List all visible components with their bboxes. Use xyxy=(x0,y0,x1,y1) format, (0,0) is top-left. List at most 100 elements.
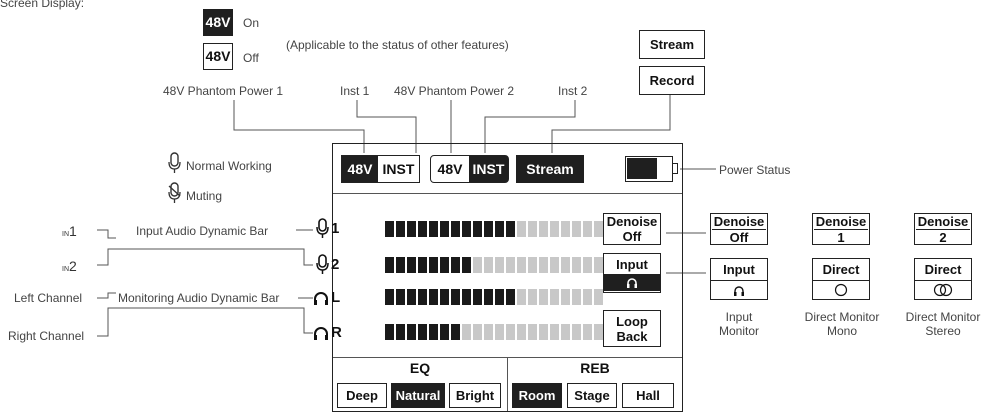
level-segment xyxy=(561,257,570,273)
level-segment xyxy=(429,221,438,237)
stereo-circles-icon xyxy=(933,283,953,297)
ch2-inst-indicator: INST xyxy=(472,161,505,177)
label-phantom-power-1: 48V Phantom Power 1 xyxy=(163,84,284,98)
level-segment xyxy=(583,289,592,305)
level-segment xyxy=(594,221,603,237)
level-segment xyxy=(484,221,493,237)
header-text: Screen Display: xyxy=(0,0,85,10)
label-power-status: Power Status xyxy=(719,163,791,177)
reb-stage-button[interactable]: Stage xyxy=(567,383,617,408)
level-segment xyxy=(506,221,515,237)
headphone-icon xyxy=(734,285,744,296)
screen-divider-top xyxy=(333,193,682,194)
level-segment xyxy=(572,324,581,340)
level-segment xyxy=(473,324,482,340)
level-segment xyxy=(594,324,603,340)
label-left-channel: Left Channel xyxy=(14,291,83,305)
level-segment xyxy=(451,289,460,305)
ch1-48v-indicator: 48V xyxy=(347,161,373,177)
level-segment xyxy=(429,324,438,340)
level-segment xyxy=(473,289,482,305)
level-segment xyxy=(517,221,526,237)
reb-room-button[interactable]: Room xyxy=(512,383,562,408)
level-segment xyxy=(385,289,394,305)
ch2-48v-indicator: 48V xyxy=(431,156,469,182)
level-segment xyxy=(528,324,537,340)
denoise-line1: Denoise xyxy=(606,214,658,229)
level-segment xyxy=(396,221,405,237)
denoise-line2: Off xyxy=(622,229,642,244)
screen-divider-eq-reb xyxy=(507,357,508,411)
level-segment xyxy=(550,324,559,340)
level-bar-ch2 xyxy=(385,257,603,273)
label-input-audio-dynamic-bar: Input Audio Dynamic Bar xyxy=(136,224,269,238)
level-segment xyxy=(462,324,471,340)
level-segment xyxy=(429,289,438,305)
level-segment xyxy=(561,324,570,340)
level-segment xyxy=(429,257,438,273)
level-segment xyxy=(396,324,405,340)
level-segment xyxy=(517,289,526,305)
headphone-icon xyxy=(314,326,328,340)
level-bar-ch1 xyxy=(385,221,603,237)
level-segment xyxy=(418,289,427,305)
screen-display xyxy=(332,143,683,412)
eq-natural-button[interactable]: Natural xyxy=(391,383,445,408)
label-right-channel: Right Channel xyxy=(8,329,85,343)
channel-l-label: L xyxy=(313,289,340,306)
direct-monitor-mono-badge: Direct xyxy=(812,258,870,300)
level-segment xyxy=(451,324,460,340)
caption-direct-monitor-stereo: Direct Monitor Stereo xyxy=(905,310,981,338)
label-in-1: IN1 xyxy=(62,223,77,239)
level-segment xyxy=(539,289,548,305)
label-in-2: IN2 xyxy=(62,258,77,274)
level-segment xyxy=(407,257,416,273)
screen-input-monitor-button[interactable]: Input xyxy=(603,253,661,293)
level-segment xyxy=(528,257,537,273)
microphone-icon xyxy=(316,218,329,238)
level-segment xyxy=(528,289,537,305)
level-segment xyxy=(506,257,515,273)
stream-indicator: Stream xyxy=(516,155,584,183)
level-segment xyxy=(550,257,559,273)
reb-hall-button[interactable]: Hall xyxy=(622,383,674,408)
battery-tip xyxy=(673,163,678,174)
eq-deep-button[interactable]: Deep xyxy=(337,383,387,408)
level-segment xyxy=(407,289,416,305)
legend-record-badge: Record xyxy=(639,66,705,95)
direct-monitor-stereo-badge: Direct xyxy=(914,258,972,300)
level-segment xyxy=(385,221,394,237)
legend-48v-off-badge: 48V xyxy=(203,43,233,70)
level-bar-left xyxy=(385,289,603,305)
label-inst-2: Inst 2 xyxy=(558,84,588,98)
headphone-icon xyxy=(314,291,328,305)
level-segment xyxy=(385,324,394,340)
level-segment xyxy=(418,221,427,237)
level-segment xyxy=(396,289,405,305)
microphone-icon xyxy=(168,152,181,173)
caption-input-monitor: Input Monitor xyxy=(718,310,759,338)
level-segment xyxy=(440,324,449,340)
eq-bright-button[interactable]: Bright xyxy=(449,383,501,408)
level-segment xyxy=(495,289,504,305)
reb-title: REB xyxy=(580,360,610,376)
level-segment xyxy=(539,257,548,273)
level-segment xyxy=(561,221,570,237)
ch2-phantom-inst-badge: 48V INST xyxy=(430,155,509,183)
legend-on-label: On xyxy=(243,16,260,30)
level-segment xyxy=(440,257,449,273)
level-segment xyxy=(473,221,482,237)
level-segment xyxy=(550,289,559,305)
legend-normal-working: Normal Working xyxy=(186,159,272,173)
level-segment xyxy=(484,257,493,273)
level-segment xyxy=(539,324,548,340)
level-segment xyxy=(572,257,581,273)
legend-off-label: Off xyxy=(243,51,259,65)
eq-title: EQ xyxy=(409,360,431,376)
mono-circle-icon xyxy=(834,283,848,297)
